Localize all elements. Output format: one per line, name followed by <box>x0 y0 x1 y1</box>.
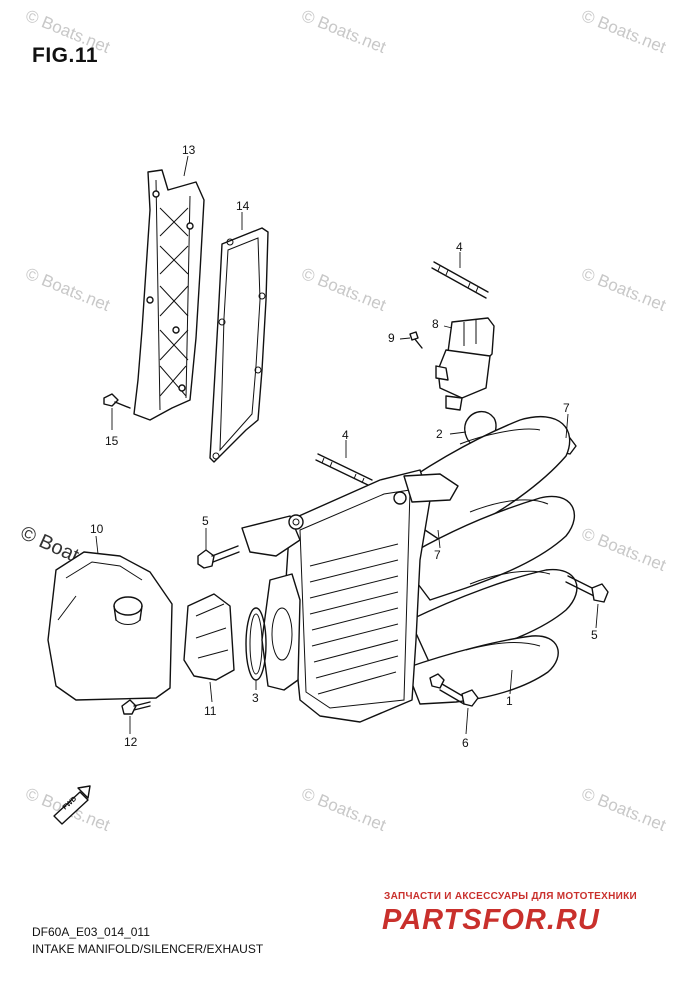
cover-plate-13 <box>133 169 205 421</box>
callout-14: 14 <box>236 199 250 213</box>
callout-13: 13 <box>182 143 196 157</box>
diagram-code: DF60A_E03_014_011 <box>32 925 150 939</box>
callout-4-upper: 4 <box>456 240 463 254</box>
callout-6: 6 <box>462 736 469 750</box>
intake-manifold-1 <box>241 415 578 723</box>
callout-5-right: 5 <box>591 628 598 642</box>
fwd-arrow-icon <box>53 785 91 825</box>
silencer-10 <box>47 551 173 701</box>
bolt-12 <box>121 699 151 715</box>
callout-15: 15 <box>105 434 119 448</box>
bolt-6 <box>429 673 479 707</box>
callout-4-lower: 4 <box>342 428 349 442</box>
callout-11: 11 <box>204 704 217 718</box>
sleeve-11 <box>183 593 235 681</box>
diagram-title: INTAKE MANIFOLD/SILENCER/EXHAUST <box>32 942 264 956</box>
callout-7-right: 7 <box>563 401 570 415</box>
callout-5-left: 5 <box>202 514 209 528</box>
callout-3: 3 <box>252 691 259 705</box>
bolt-5-right <box>565 575 609 603</box>
callout-12: 12 <box>124 735 138 749</box>
screw-9 <box>409 331 423 349</box>
callout-1: 1 <box>506 694 513 708</box>
shop-tagline: ЗАПЧАСТИ И АКСЕССУАРЫ ДЛЯ МОТОТЕХНИКИ <box>384 891 637 902</box>
gasket-14 <box>209 227 269 463</box>
shop-logo[interactable]: PARTSFOR.RU <box>382 904 600 936</box>
bolt-5-left <box>197 545 240 569</box>
figure-title: FIG.11 <box>32 44 99 67</box>
callout-2: 2 <box>436 427 443 441</box>
callout-8: 8 <box>432 317 439 331</box>
callout-9: 9 <box>388 331 395 345</box>
stud-4-upper <box>431 261 489 299</box>
bolt-15 <box>103 393 131 409</box>
callout-7-middle: 7 <box>434 548 441 562</box>
callout-10: 10 <box>90 522 104 536</box>
valve-8 <box>435 317 495 411</box>
stud-4-lower <box>315 453 373 487</box>
leader-lines <box>95 155 599 735</box>
